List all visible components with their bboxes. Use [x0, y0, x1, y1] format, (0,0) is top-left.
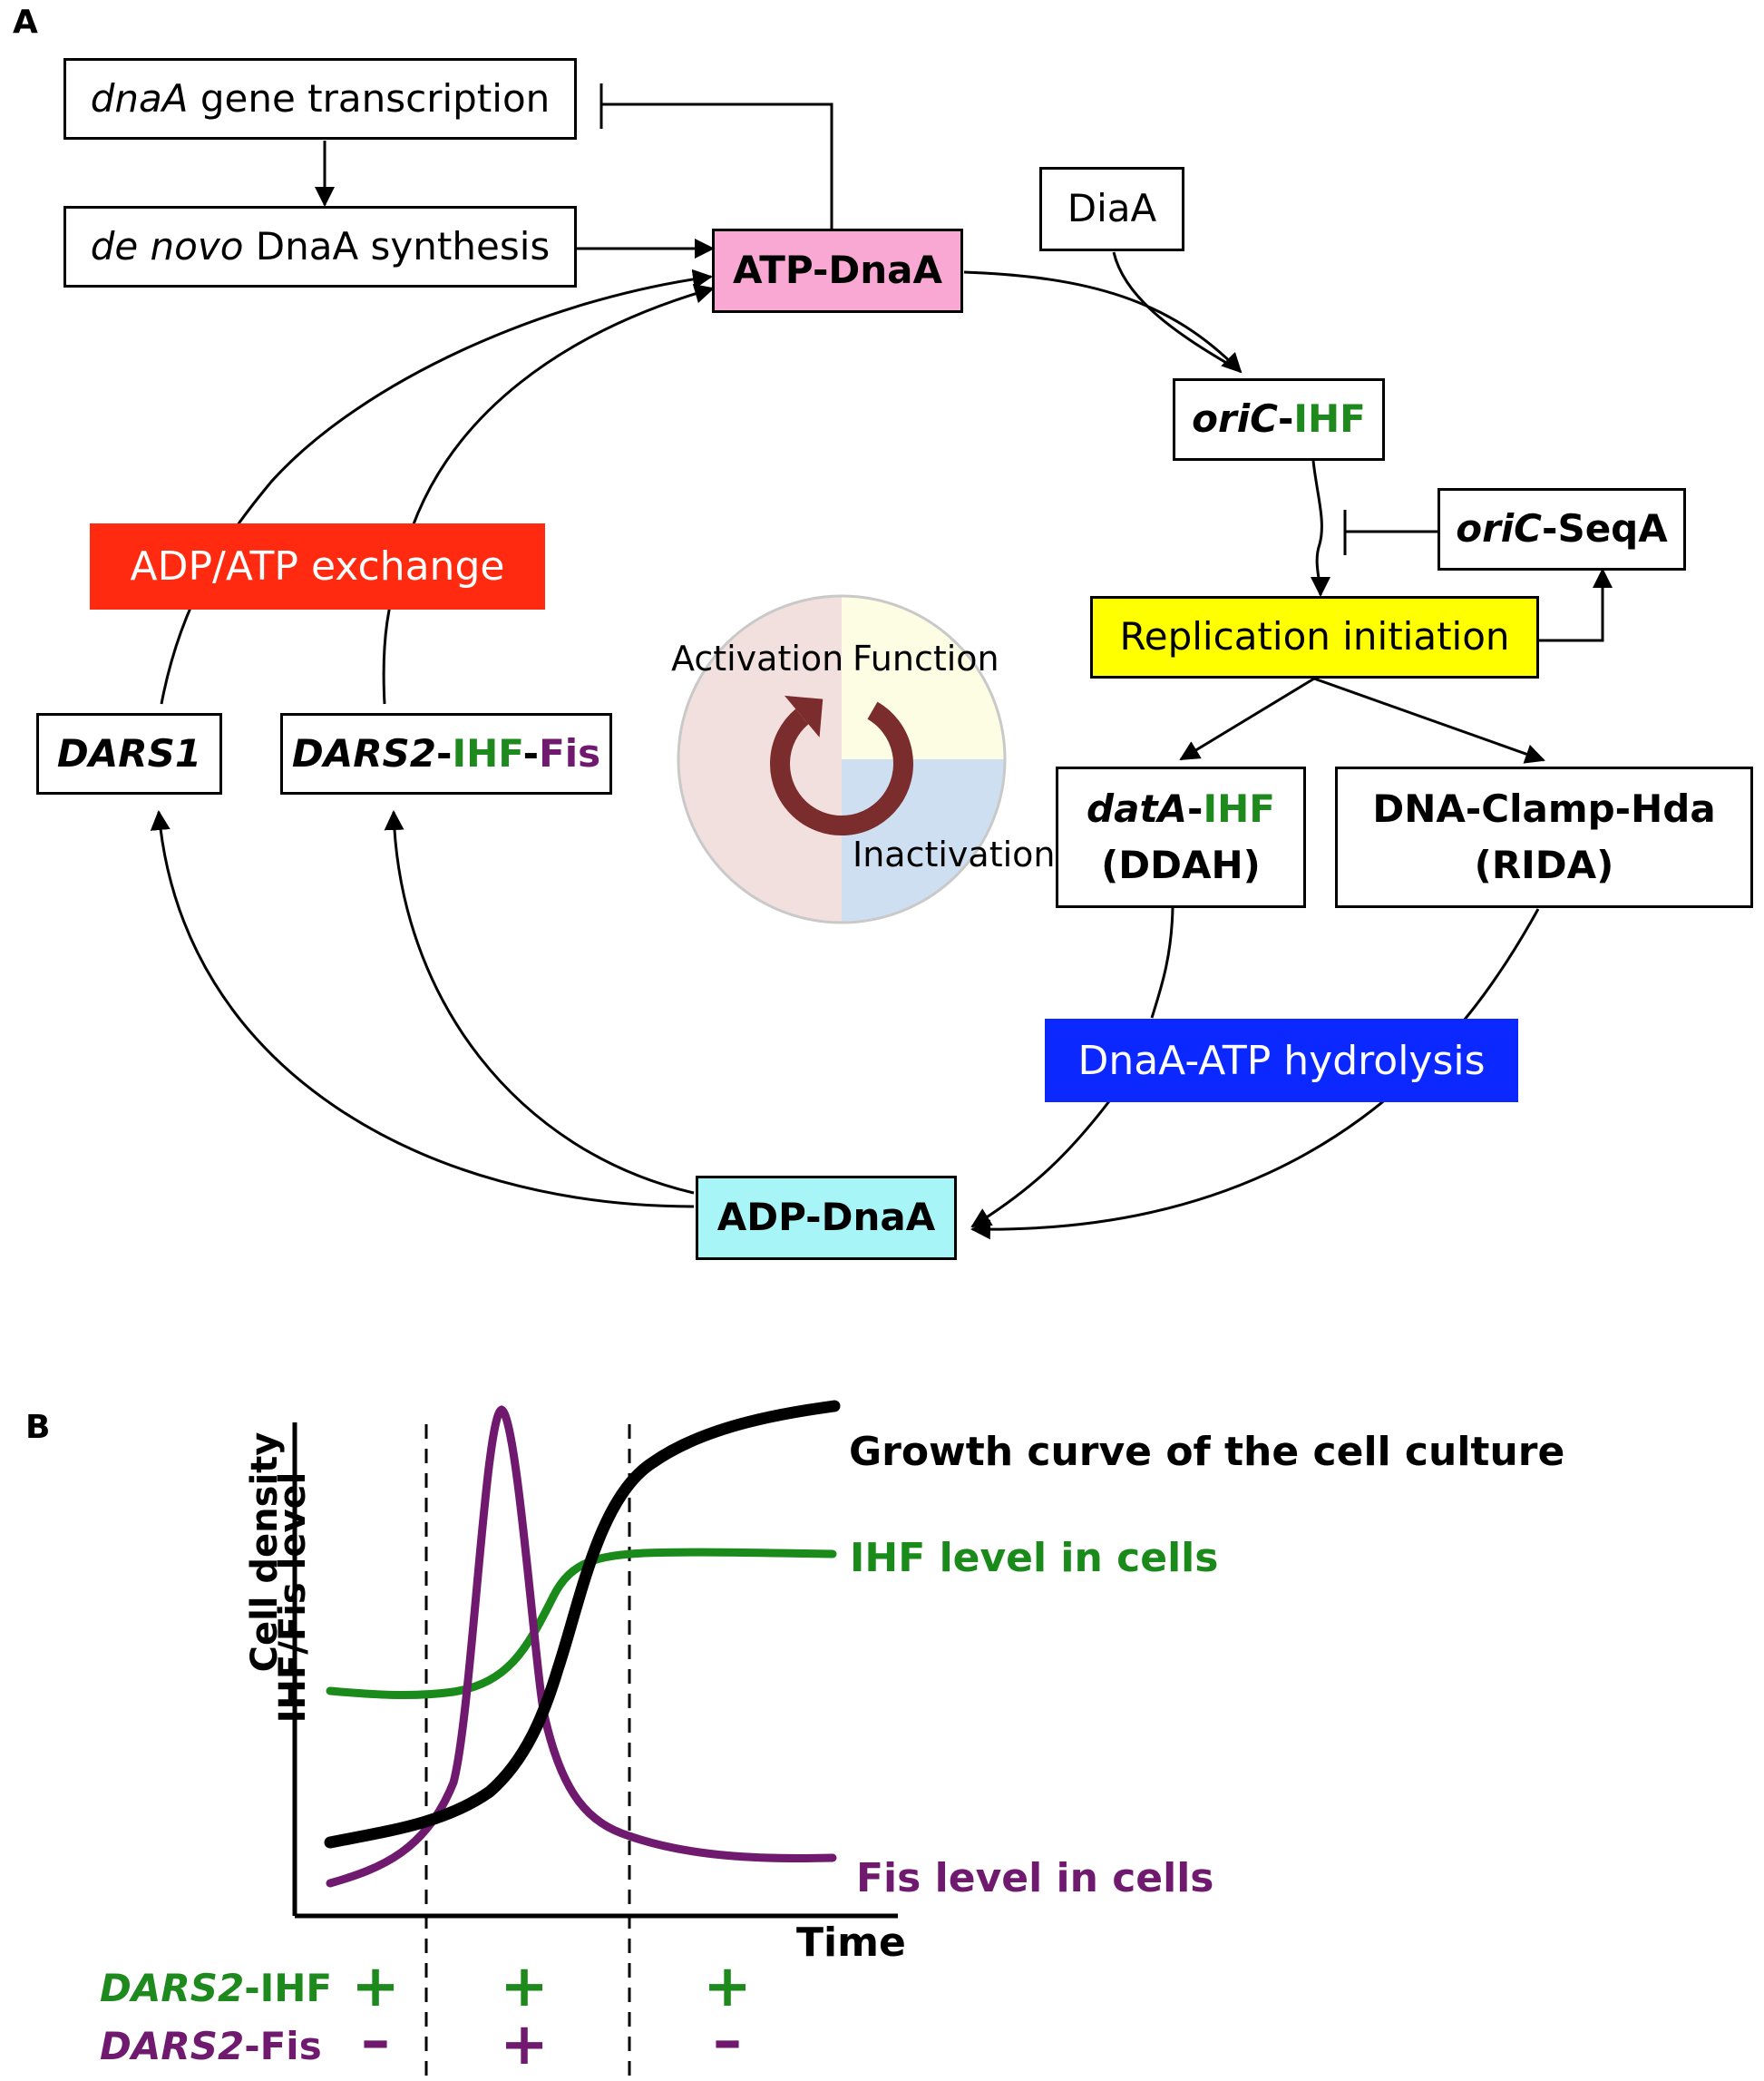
- cycle-activation-label: Activation: [671, 639, 844, 679]
- panel-b-label: B: [25, 1409, 51, 1446]
- fis-level-curve: [326, 1405, 837, 1888]
- panel-a-label: A: [13, 4, 38, 41]
- cycle-function-label: Function: [853, 639, 999, 679]
- arrow-replication-to-data: [1179, 677, 1315, 761]
- cycle-inactivation-label: Inactivation: [853, 835, 1056, 874]
- arrow-rida-to-adp-dnaa: [970, 908, 1540, 1240]
- dars2-ihf-fis-box: DARS2-IHF-Fis: [280, 713, 612, 795]
- dnaa-atp-hydrolysis-bar: DnaA-ATP hydrolysis: [1045, 1019, 1518, 1102]
- dars2-ihf-sign-phase1: +: [351, 1953, 400, 2020]
- data-ihf-box: datA-IHF (DDAH): [1056, 767, 1306, 908]
- panel-a-connectors: [150, 83, 1613, 1240]
- dars2-ihf-sign-phase3: +: [703, 1953, 752, 2020]
- arrow-adp-dnaa-to-dars1: [150, 810, 695, 1208]
- dars1-box: DARS1: [36, 713, 222, 795]
- dna-clamp-hda-box: DNA-Clamp-Hda (RIDA): [1335, 767, 1753, 908]
- dars2-ihf-sign-phase2: +: [500, 1953, 549, 2020]
- oric-seqa-box: oriC-SeqA: [1438, 488, 1686, 571]
- arrow-dars1-to-atp-dnaa: [160, 269, 713, 705]
- dars2-fis-sign-phase2: +: [500, 2011, 549, 2078]
- diaa-box: DiaA: [1039, 167, 1184, 251]
- inhibition-atp-dnaa-to-transcription: [601, 103, 833, 229]
- growth-curve: [324, 1400, 841, 1849]
- ihf-level-curve: [326, 1548, 837, 1700]
- ihf-curve-label: IHF level in cells: [850, 1535, 1219, 1581]
- arrow-atp-dnaa-to-oric-ihf: [963, 270, 1243, 374]
- cycle-graphic: [677, 594, 1007, 924]
- cycle-arrow-icon: [770, 701, 913, 835]
- arrow-replication-to-rida: [1313, 677, 1545, 764]
- arrow-diaa-to-oric-ihf: [1112, 251, 1240, 372]
- cycle-arrowhead-icon: [785, 695, 824, 738]
- arrow-replication-to-seqa: [1539, 568, 1613, 642]
- replication-initiation-box: Replication initiation: [1090, 596, 1539, 679]
- y-axis-label-line2: IHF/Fis level: [272, 1471, 314, 1724]
- panel-b-plot: [292, 1400, 898, 2081]
- dnaa-transcription-box: dnaA gene transcription: [63, 58, 577, 140]
- arrow-dars2-to-atp-dnaa: [382, 283, 715, 705]
- x-axis-label: Time: [796, 1920, 906, 1966]
- dars2-fis-sign-phase3: –: [713, 2008, 742, 2075]
- arrow-hydrolysis-to-adp-dnaa: [970, 1100, 1111, 1228]
- fis-curve-label: Fis level in cells: [856, 1855, 1214, 1901]
- arrow-oric-ihf-to-replication: [1310, 460, 1330, 597]
- adp-atp-exchange-bar: ADP/ATP exchange: [90, 523, 545, 610]
- cycle-activation-sector: [678, 596, 842, 923]
- oric-ihf-box: oriC-IHF: [1173, 378, 1385, 461]
- dars2-ihf-row-label: DARS2-IHF: [100, 1966, 333, 2010]
- atp-dnaa-box: ATP-DnaA: [712, 229, 963, 313]
- dars2-fis-sign-phase1: –: [361, 2008, 390, 2075]
- dars2-fis-row-label: DARS2-Fis: [100, 2024, 322, 2068]
- de-novo-synthesis-box: de novo DnaA synthesis: [63, 206, 577, 288]
- growth-curve-label: Growth curve of the cell culture: [849, 1429, 1565, 1475]
- adp-dnaa-box: ADP-DnaA: [696, 1176, 957, 1260]
- line-data-to-hydrolysis: [1150, 906, 1174, 1019]
- arrow-adp-dnaa-to-dars2: [384, 810, 695, 1195]
